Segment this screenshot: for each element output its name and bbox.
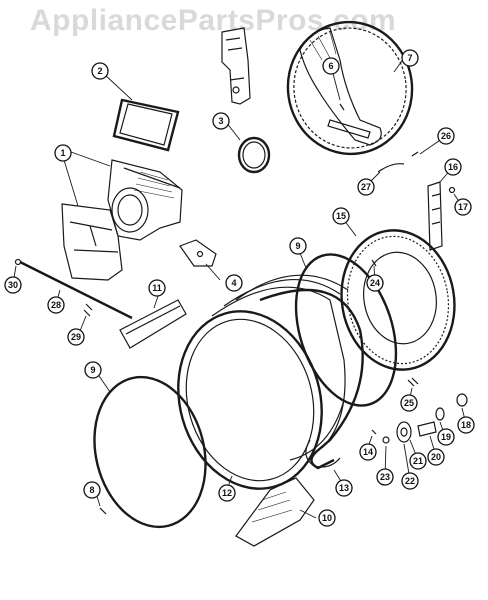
callout-28: 28 — [47, 296, 65, 314]
callout-20: 20 — [427, 448, 445, 466]
part-drum-seal-lower — [93, 375, 207, 529]
svg-text:26: 26 — [441, 131, 451, 141]
part-bearing-pad — [119, 299, 187, 349]
callout-3: 3 — [212, 112, 230, 130]
callout-24: 24 — [366, 274, 384, 292]
callout-7: 7 — [401, 49, 419, 67]
callout-27: 27 — [357, 178, 375, 196]
svg-text:2: 2 — [97, 66, 102, 76]
callout-2: 2 — [91, 62, 109, 80]
svg-text:6: 6 — [328, 61, 333, 71]
svg-text:14: 14 — [363, 447, 373, 457]
part-drum-belt — [259, 288, 364, 470]
part-rear-drum-panel — [340, 229, 456, 371]
svg-text:3: 3 — [218, 116, 223, 126]
callout-6: 6 — [322, 57, 340, 75]
svg-text:9: 9 — [90, 365, 95, 375]
svg-text:7: 7 — [407, 53, 412, 63]
part-rod — [14, 258, 133, 320]
svg-text:16: 16 — [448, 162, 458, 172]
part-lint-filter — [112, 98, 180, 152]
svg-text:8: 8 — [89, 485, 94, 495]
svg-text:25: 25 — [404, 398, 414, 408]
callout-9a: 9 — [289, 237, 307, 255]
svg-text:18: 18 — [461, 420, 471, 430]
callout-11: 11 — [148, 279, 166, 297]
svg-text:4: 4 — [231, 278, 236, 288]
callout-29: 29 — [67, 328, 85, 346]
part-top-bracket — [221, 27, 251, 105]
callout-26: 26 — [437, 127, 455, 145]
callout-21: 21 — [409, 452, 427, 470]
svg-text:9: 9 — [295, 241, 300, 251]
callout-8: 8 — [83, 481, 101, 499]
callout-10: 10 — [318, 509, 336, 527]
callout-4: 4 — [225, 274, 243, 292]
svg-text:12: 12 — [222, 488, 232, 498]
part-fasteners — [99, 103, 456, 515]
part-blower-housing — [61, 159, 183, 281]
callout-25: 25 — [400, 394, 418, 412]
callout-9b: 9 — [84, 361, 102, 379]
svg-text:27: 27 — [361, 182, 371, 192]
callout-17: 17 — [454, 198, 472, 216]
svg-text:23: 23 — [380, 472, 390, 482]
svg-text:21: 21 — [413, 456, 423, 466]
svg-text:28: 28 — [51, 300, 61, 310]
svg-text:22: 22 — [405, 476, 415, 486]
part-small-bracket — [179, 239, 217, 267]
svg-text:11: 11 — [152, 283, 162, 293]
svg-text:24: 24 — [370, 278, 380, 288]
part-idler-assembly — [371, 377, 468, 444]
svg-text:17: 17 — [458, 202, 468, 212]
callout-19: 19 — [437, 428, 455, 446]
svg-text:1: 1 — [60, 148, 65, 158]
svg-text:10: 10 — [322, 513, 332, 523]
callout-30: 30 — [4, 276, 22, 294]
callout-13: 13 — [335, 479, 353, 497]
leader-lines — [12, 57, 467, 519]
part-small-ring — [237, 136, 271, 174]
part-side-bracket — [427, 181, 443, 251]
callout-14: 14 — [359, 443, 377, 461]
part-drum — [177, 274, 349, 490]
svg-text:30: 30 — [8, 280, 18, 290]
callout-23: 23 — [376, 468, 394, 486]
callout-15: 15 — [332, 207, 350, 225]
watermark: AppliancePartsPros.com — [30, 4, 397, 37]
part-rear-bulkhead — [286, 20, 414, 156]
callout-16: 16 — [444, 158, 462, 176]
svg-text:29: 29 — [71, 332, 81, 342]
callout-12: 12 — [218, 484, 236, 502]
svg-text:13: 13 — [339, 483, 349, 493]
part-drum-seal-upper — [294, 253, 398, 407]
svg-text:15: 15 — [336, 211, 346, 221]
callout-1: 1 — [54, 144, 72, 162]
svg-text:20: 20 — [431, 452, 441, 462]
callout-22: 22 — [401, 472, 419, 490]
svg-text:19: 19 — [441, 432, 451, 442]
callout-18: 18 — [457, 416, 475, 434]
part-heater-shroud — [235, 477, 315, 547]
